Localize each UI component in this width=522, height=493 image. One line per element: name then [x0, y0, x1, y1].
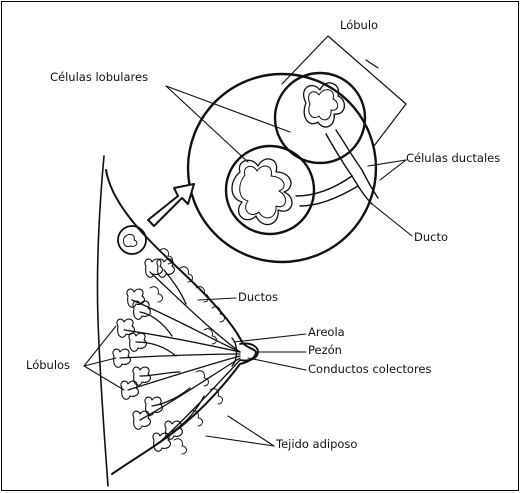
ductos-leader [198, 298, 236, 300]
lower-lobule [226, 146, 314, 234]
label-pezon: Pezón [308, 345, 342, 357]
label-ductos: Ductos [238, 292, 278, 304]
conductos-leader [248, 358, 306, 370]
areola-leader [234, 334, 306, 342]
label-conductos-colectores: Conductos colectores [308, 364, 432, 376]
lobulo-bracket [282, 36, 406, 146]
small-lobule-circle [118, 226, 146, 254]
celulas-lobulares-leader-2 [166, 86, 290, 132]
lobulos-leader-3 [84, 366, 124, 390]
label-lobulo: Lóbulo [340, 20, 378, 32]
label-tejido-adiposo: Tejido adiposo [276, 439, 357, 451]
label-celulas-lobulares: Células lobulares [50, 72, 148, 84]
ducto-leader [372, 204, 412, 236]
celulas-ductales-leader-1 [368, 160, 406, 166]
label-ducto: Ducto [414, 232, 448, 244]
chest-wall-line [97, 156, 108, 486]
magnified-lobule-circle [188, 74, 376, 262]
celulas-lobulares-leader-1 [166, 86, 248, 162]
magnify-arrow [148, 184, 194, 226]
tejido-leader-1 [228, 416, 274, 446]
tejido-leader-2 [206, 436, 274, 446]
label-areola: Areola [308, 327, 345, 339]
label-lobulos: Lóbulos [26, 360, 70, 372]
adipose-tissue [150, 249, 225, 454]
label-celulas-ductales: Células ductales [406, 153, 500, 165]
breast-ducts [120, 270, 240, 442]
